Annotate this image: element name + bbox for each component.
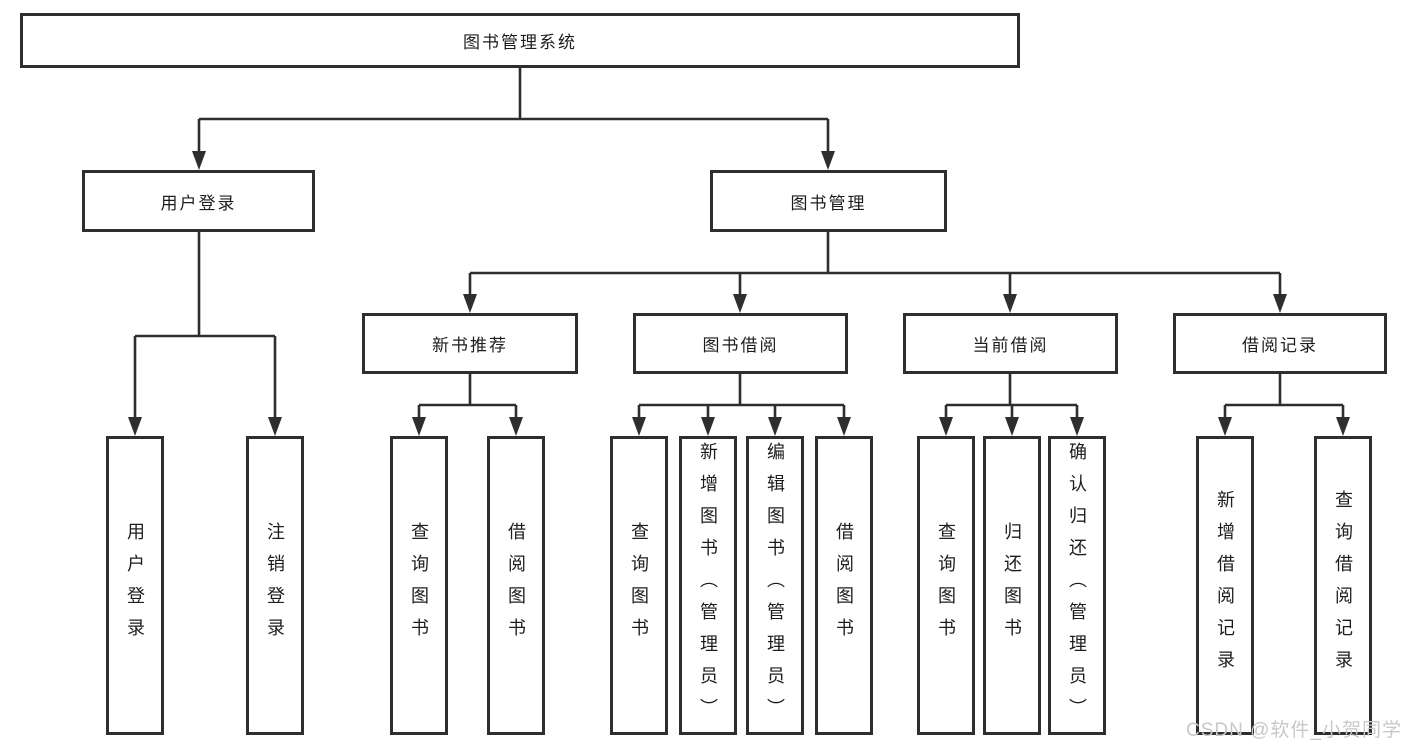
leaf-logout: 注销登录	[246, 436, 304, 735]
node-label: 图书管理	[790, 193, 867, 213]
leaf-label: 用户登录	[125, 521, 145, 650]
node-book-borrowing: 图书借阅	[633, 313, 848, 374]
leaf-label: 归还图书	[1002, 521, 1022, 650]
leaf-query-borrow-record: 查询借阅记录	[1314, 436, 1372, 735]
leaf-label: 借阅图书	[506, 521, 526, 650]
node-label: 用户登录	[160, 193, 237, 213]
leaf-query-books-current: 查询图书	[917, 436, 975, 735]
leaf-edit-books-admin: 编辑图书（管理员）	[746, 436, 804, 735]
node-label: 当前借阅	[972, 336, 1049, 355]
leaf-borrow-books-recommend: 借阅图书	[487, 436, 545, 735]
leaf-add-books-admin: 新增图书（管理员）	[679, 436, 737, 735]
csdn-watermark: CSDN @软件_小贺同学	[1186, 720, 1402, 741]
node-label: 图书借阅	[702, 336, 779, 355]
leaf-label: 注销登录	[265, 521, 285, 650]
node-user-login: 用户登录	[82, 170, 315, 232]
leaf-return-books: 归还图书	[983, 436, 1041, 735]
leaf-label: 查询图书	[629, 521, 649, 650]
node-label: 新书推荐	[432, 336, 508, 355]
leaf-user-login: 用户登录	[106, 436, 164, 735]
node-book-management-system: 图书管理系统	[20, 13, 1020, 68]
node-new-book-recommend: 新书推荐	[362, 313, 578, 374]
leaf-label: 查询图书	[936, 521, 956, 650]
leaf-label: 编辑图书（管理员）	[765, 441, 785, 730]
leaf-label: 查询借阅记录	[1333, 489, 1353, 682]
leaf-label: 新增借阅记录	[1215, 489, 1235, 682]
leaf-borrow-books: 借阅图书	[815, 436, 873, 735]
leaf-query-books-borrow: 查询图书	[610, 436, 668, 735]
leaf-label: 借阅图书	[834, 521, 854, 650]
leaf-confirm-return-admin: 确认归还（管理员）	[1048, 436, 1106, 735]
node-current-borrowing: 当前借阅	[903, 313, 1118, 374]
node-label: 图书管理系统	[463, 33, 577, 52]
node-label: 借阅记录	[1242, 336, 1318, 355]
leaf-query-books-recommend: 查询图书	[390, 436, 448, 735]
leaf-label: 新增图书（管理员）	[698, 441, 718, 730]
leaf-add-borrow-record: 新增借阅记录	[1196, 436, 1254, 735]
leaf-label: 确认归还（管理员）	[1067, 441, 1087, 730]
node-book-management: 图书管理	[710, 170, 947, 232]
node-borrowing-records: 借阅记录	[1173, 313, 1387, 374]
leaf-label: 查询图书	[409, 521, 429, 650]
